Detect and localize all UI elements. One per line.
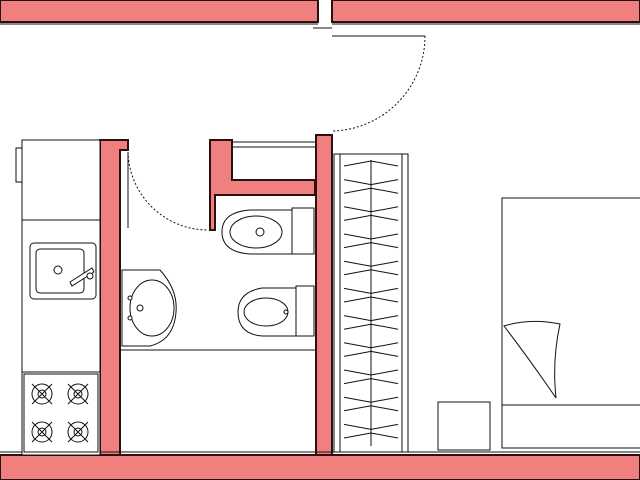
clothes-hanger xyxy=(343,160,399,167)
faucet xyxy=(69,267,95,287)
clothes-hanger xyxy=(343,179,399,186)
bidet-tap xyxy=(283,309,289,315)
wall-detail-lines xyxy=(0,23,640,453)
bathroom xyxy=(120,207,316,351)
toilet-cistern xyxy=(291,207,315,255)
clothes-hanger xyxy=(343,378,399,385)
clothes-hanger xyxy=(343,342,399,349)
entrance-door-swing xyxy=(331,35,426,132)
bottom-wall xyxy=(0,454,640,480)
faucet-knob xyxy=(86,272,94,280)
washbasin xyxy=(121,269,177,347)
sink-drain xyxy=(53,265,63,275)
burner-2 xyxy=(67,383,89,405)
washbasin-drain xyxy=(136,304,144,312)
burner-3 xyxy=(31,421,53,443)
cooktop xyxy=(23,373,99,453)
clothes-hanger xyxy=(343,287,399,294)
bidet-basin xyxy=(243,297,289,327)
washbasin-bowl xyxy=(129,279,175,337)
bidet-back xyxy=(295,285,315,337)
bidet xyxy=(237,285,315,337)
clothes-hanger xyxy=(343,323,399,330)
washbasin-tap-2 xyxy=(127,315,133,321)
clothes-hanger xyxy=(343,214,399,221)
wardrobe xyxy=(333,153,409,453)
clothes-hanger xyxy=(343,432,399,439)
clothes-hanger xyxy=(343,423,399,430)
clothes-hanger xyxy=(343,350,399,357)
clothes-hanger xyxy=(343,260,399,267)
toilet-drain xyxy=(255,227,265,237)
clothes-hanger xyxy=(343,233,399,240)
clothes-hanger xyxy=(343,315,399,322)
burner-1 xyxy=(31,383,53,405)
bedside-table xyxy=(437,401,491,451)
bathroom-door-swing xyxy=(127,151,209,231)
clothes-hanger xyxy=(343,369,399,376)
wall-cabinet xyxy=(15,147,23,183)
bedroom xyxy=(437,197,640,451)
top-wall-right xyxy=(331,0,640,23)
kitchenette xyxy=(15,139,101,456)
bathroom-right-wall xyxy=(315,134,333,456)
entrance-door xyxy=(331,35,426,132)
pillow xyxy=(503,320,561,399)
clothes-hanger xyxy=(343,405,399,412)
clothes-hanger xyxy=(343,396,399,403)
clothes-hanger xyxy=(343,187,399,194)
clothes-hanger xyxy=(343,296,399,303)
clothes-hanger xyxy=(343,206,399,213)
bathroom-door xyxy=(127,151,209,231)
washbasin-tap-1 xyxy=(127,295,133,301)
clothes-hangers xyxy=(343,160,399,439)
clothes-hanger xyxy=(343,269,399,276)
burner-4 xyxy=(67,421,89,443)
toilet xyxy=(221,207,315,255)
clothes-hanger xyxy=(343,242,399,249)
sink xyxy=(29,242,97,300)
top-wall-left xyxy=(0,0,319,23)
